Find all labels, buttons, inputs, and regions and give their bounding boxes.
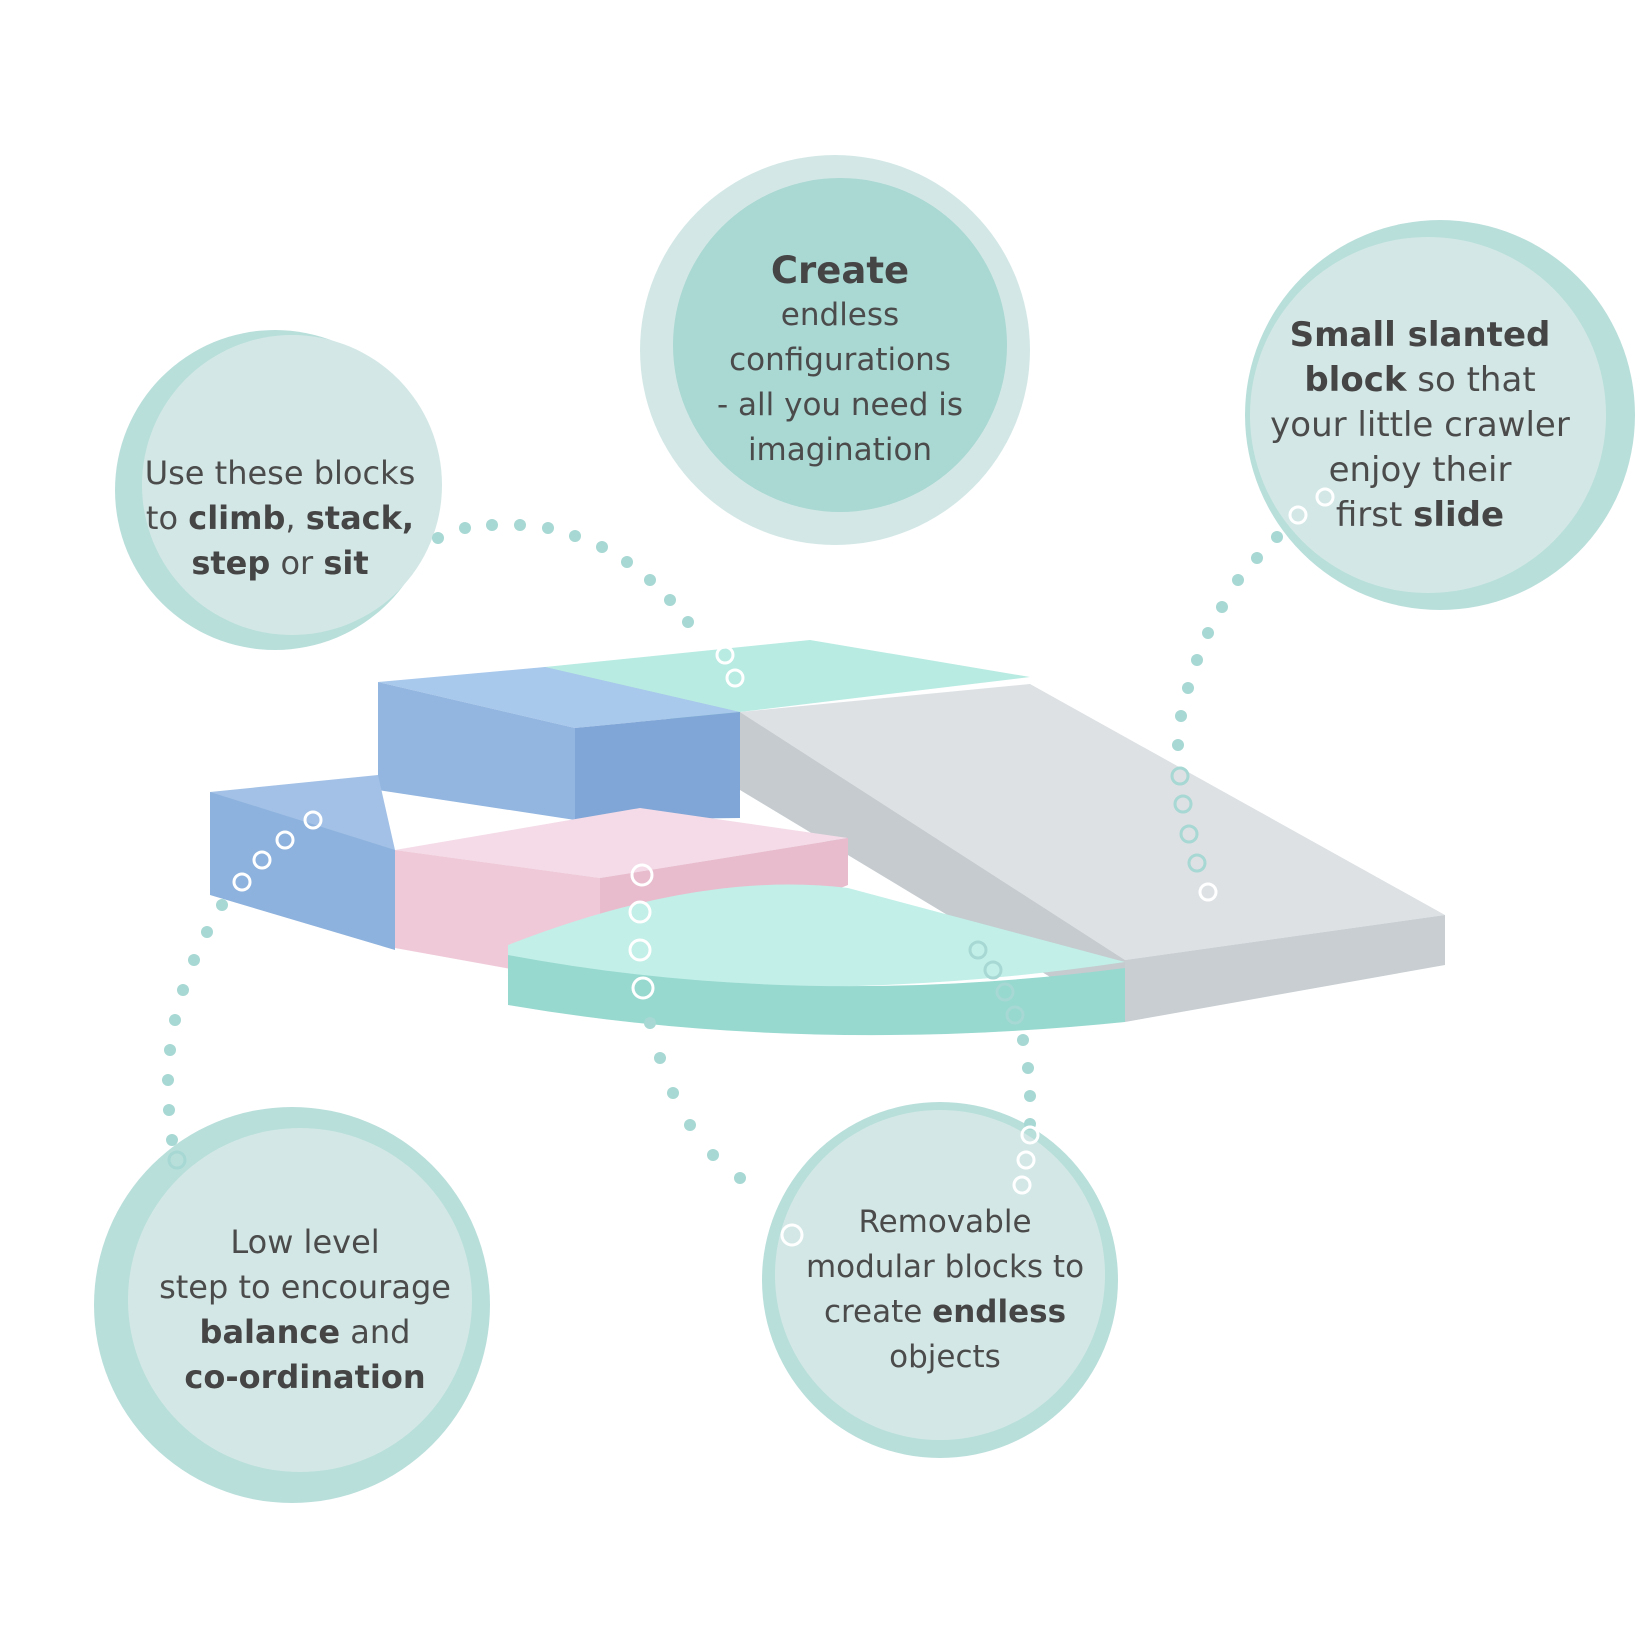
bold-text: co-ordination: [184, 1358, 426, 1396]
text: so that: [1406, 359, 1536, 400]
callout-remove: Removable modular blocks to create endle…: [780, 1190, 1110, 1390]
callout-low-line-4: co-ordination: [184, 1355, 425, 1400]
dotted-connectors: [162, 487, 1335, 1247]
callout-create-line-2: endless: [780, 296, 900, 333]
blue-upper-step-front: [378, 682, 575, 820]
blue-lower-step-front: [210, 792, 395, 950]
callout-remove-line-2: modular blocks to: [805, 1249, 1085, 1285]
text: and: [340, 1313, 411, 1351]
text: create: [823, 1294, 933, 1330]
callout-slide-line-5: first slide: [1336, 493, 1504, 538]
connector-low: [162, 810, 323, 1170]
connector-remove-left: [628, 863, 804, 1247]
gray-slide-top: [740, 684, 1445, 960]
connector-remove-right: [968, 940, 1040, 1195]
callout-remove-line-1: Removable: [858, 1204, 1032, 1240]
text: or: [270, 543, 324, 582]
text: to: [145, 498, 189, 537]
text: ,: [285, 498, 306, 537]
callout-create-line-3: configurations: [729, 341, 951, 378]
bold-text: slide: [1413, 494, 1505, 535]
callout-climb-line-3: step or sit: [191, 541, 368, 586]
bold-text: Small slanted: [1289, 314, 1551, 355]
bold-text: block: [1304, 359, 1407, 400]
callout-low: Low level step to encourage balance and …: [130, 1200, 480, 1420]
bold-text: balance: [199, 1313, 341, 1351]
bubble-low: [94, 1107, 490, 1503]
bubble-climb: [115, 330, 442, 650]
pink-block-top: [395, 808, 848, 878]
bold-text: climb: [188, 498, 286, 537]
callout-climb-line-2: to climb, stack,: [146, 496, 414, 541]
callout-create: Create endless configurations - all you …: [690, 230, 990, 490]
callout-slide-line-4: enjoy their: [1328, 449, 1512, 490]
callout-slide-line-2: block so that: [1304, 358, 1535, 403]
callout-remove-line-4: objects: [889, 1339, 1001, 1375]
callout-create-line-1: Create: [771, 248, 909, 293]
blue-upper-step-right: [575, 712, 740, 820]
bold-text: sit: [323, 543, 369, 582]
blue-upper-step-top: [378, 667, 740, 728]
callout-low-line-2: step to encourage: [159, 1268, 451, 1306]
foam-play-blocks: [210, 640, 1445, 1036]
mint-quarter-circle-top: [508, 884, 1125, 987]
bold-text: endless: [932, 1294, 1067, 1330]
bold-text: stack,: [305, 498, 415, 537]
bubble-create: [640, 155, 1030, 545]
callout-slide-line-1: Small slanted: [1290, 313, 1551, 358]
mint-quarter-circle-side: [508, 955, 1125, 1036]
callout-low-line-3: balance and: [200, 1310, 411, 1355]
callout-climb: Use these blocks to climb, stack, step o…: [120, 378, 440, 658]
bold-text: step: [191, 543, 271, 582]
callout-remove-line-3: create endless: [824, 1290, 1066, 1335]
text: first: [1335, 494, 1414, 535]
callout-climb-line-1: Use these blocks: [144, 453, 416, 492]
gray-slide-end: [1125, 915, 1445, 1022]
callout-low-line-1: Low level: [230, 1223, 380, 1261]
connector-slide: [1170, 487, 1335, 902]
bubble-slide: [1245, 220, 1635, 610]
callout-slide: Small slanted block so that your little …: [1250, 305, 1590, 545]
mint-back-block-top: [545, 640, 1030, 712]
connector-climb: [432, 519, 745, 688]
callout-create-line-5: imagination: [747, 431, 933, 468]
bold-text: Create: [770, 248, 910, 292]
callout-create-line-4: - all you need is: [716, 386, 964, 423]
callout-slide-line-3: your little crawler: [1270, 404, 1570, 445]
